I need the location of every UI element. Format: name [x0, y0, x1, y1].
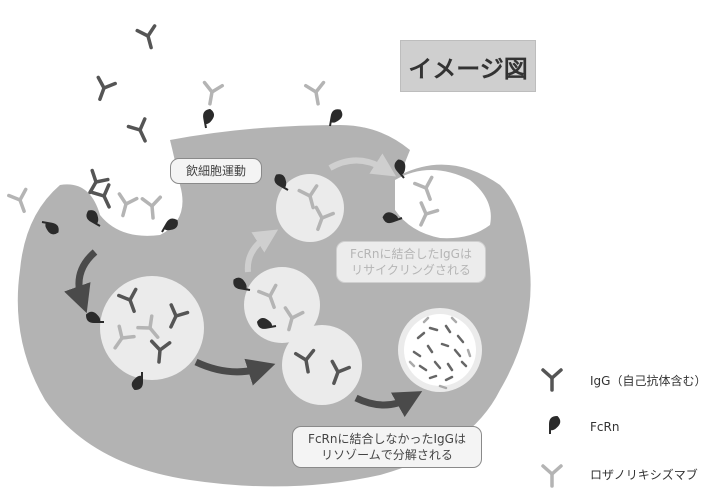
sorting-vesicle-lower — [282, 325, 362, 405]
label-recycled: FcRnに結合したIgGは リサイクリングされる — [336, 241, 486, 283]
lysosome-inner — [404, 314, 476, 386]
label-recycled-line2: リサイクリングされる — [351, 263, 471, 277]
page-title: イメージ図 — [400, 40, 536, 92]
arrow-endocytosis-down — [64, 249, 98, 314]
label-degraded: FcRnに結合しなかったIgGは リソゾームで分解される — [292, 426, 482, 468]
legend-igg-icon — [541, 368, 563, 392]
degraded-fragments-light — [408, 316, 472, 390]
arrow-to-sorting — [194, 358, 276, 386]
label-degraded-line1: FcRnに結合しなかったIgGは — [308, 432, 466, 446]
legend-fcrn-icon — [549, 416, 561, 435]
legend-igg-label: IgG（自己抗体含む） — [590, 374, 707, 388]
degraded-fragments — [412, 324, 468, 382]
legend-fcrn-label: FcRn — [590, 420, 620, 434]
arrow-to-lysosome — [354, 391, 423, 418]
arrow-to-surface — [328, 153, 397, 177]
recycling-vesicle — [276, 174, 344, 242]
arrow-sorting-up — [244, 229, 279, 273]
label-recycled-line1: FcRnに結合したIgGは — [350, 247, 472, 261]
igg-free — [80, 24, 162, 199]
legend-drug-label: ロザノリキシズマブ — [590, 468, 698, 482]
legend-drug-icon — [541, 464, 563, 488]
label-degraded-line2: リソゾームで分解される — [321, 448, 453, 462]
label-endocytosis-text: 飲細胞運動 — [185, 164, 246, 178]
label-endocytosis: 飲細胞運動 — [170, 158, 262, 184]
